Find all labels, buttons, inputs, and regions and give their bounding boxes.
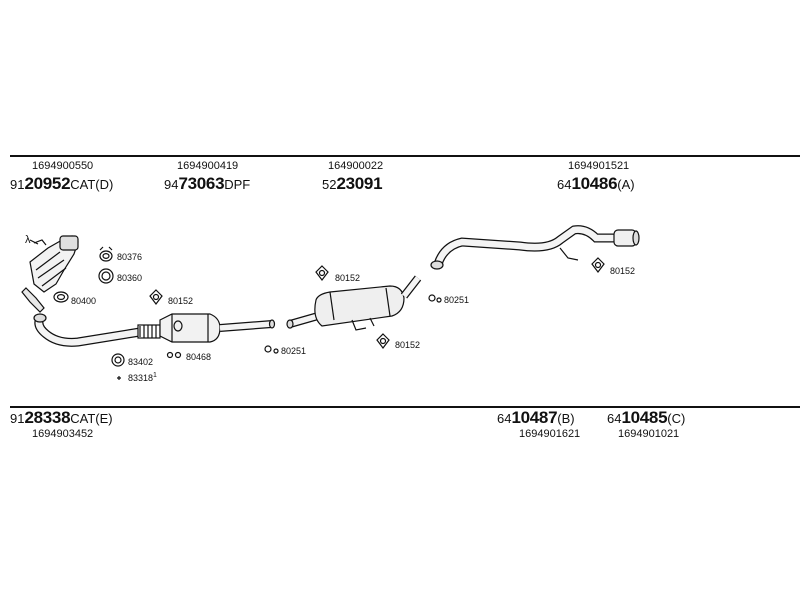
part-code-suffix: (B) (557, 411, 575, 426)
part-code[interactable]: 9473063DPF (164, 174, 250, 194)
part-oe-number: 1694900550 (32, 160, 94, 172)
rear-pipe-a[interactable] (430, 225, 640, 270)
part-code-prefix: 91 (10, 411, 25, 426)
part-code-number: 23091 (336, 174, 383, 193)
gasket-80400-icon[interactable] (53, 291, 69, 303)
hanger-80251-icon[interactable] (428, 294, 442, 303)
gasket-83402-icon[interactable] (111, 353, 125, 367)
part-code-prefix: 52 (322, 177, 337, 192)
clamp-label[interactable]: 80152 (168, 296, 194, 306)
bolt-83318-icon[interactable] (117, 376, 121, 380)
part-code-suffix: DPF (224, 177, 251, 192)
clamp-label[interactable]: 80152 (395, 340, 421, 350)
hanger-80251-icon[interactable] (264, 345, 279, 354)
part-code-number: 10486 (571, 174, 618, 193)
top-rule (10, 155, 800, 157)
part-oe-number: 1694901621 (519, 428, 581, 440)
part-code-suffix: CAT(E) (70, 411, 113, 426)
part-oe-number: 1694903452 (32, 428, 94, 440)
part-code[interactable]: 6410486(A) (557, 174, 635, 194)
hanger-label[interactable]: 80251 (444, 295, 470, 305)
bolt-label[interactable]: 833181 (128, 372, 157, 383)
gasket-80360-icon[interactable] (98, 268, 114, 284)
part-code-suffix: (A) (617, 177, 635, 192)
hanger-label[interactable]: 80251 (281, 346, 307, 356)
catalytic-converter-d[interactable] (21, 235, 79, 313)
bolt-mark: 1 (153, 372, 157, 379)
part-code-number: 20952 (24, 174, 71, 193)
gasket-label[interactable]: 80400 (71, 296, 97, 306)
front-pipe-cat-e[interactable] (33, 313, 161, 347)
part-code-prefix: 64 (497, 411, 512, 426)
part-oe-number: 1694900419 (177, 160, 239, 172)
part-code-prefix: 64 (557, 177, 572, 192)
gasket-label[interactable]: 80360 (117, 273, 143, 283)
part-code-number: 28338 (24, 408, 71, 427)
bolt-number: 83318 (128, 373, 154, 383)
part-code[interactable]: 9128338CAT(E) (10, 408, 113, 428)
part-code-suffix: (C) (667, 411, 686, 426)
bolt-80468-icon[interactable] (166, 351, 182, 359)
part-code[interactable]: 9120952CAT(D) (10, 174, 113, 194)
dpf-unit[interactable] (159, 313, 276, 343)
clamp-label[interactable]: 80152 (610, 266, 636, 276)
clamp-80152-icon[interactable] (315, 265, 329, 281)
clamp-80152-icon[interactable] (149, 289, 163, 305)
part-code[interactable]: 5223091 (322, 174, 383, 194)
part-code[interactable]: 6410485(C) (607, 408, 685, 428)
clamp-80152-icon[interactable] (376, 333, 390, 349)
part-code-number: 10485 (621, 408, 668, 427)
part-code-suffix: CAT(D) (70, 177, 114, 192)
gasket-label[interactable]: 83402 (128, 357, 154, 367)
part-oe-number: 1694901521 (568, 160, 630, 172)
part-code-prefix: 94 (164, 177, 179, 192)
clamp-80152-icon[interactable] (591, 257, 605, 273)
clamp-label[interactable]: 80152 (335, 273, 361, 283)
gasket-80376-icon[interactable] (99, 246, 113, 262)
bottom-rule (10, 406, 800, 408)
gasket-label[interactable]: 80376 (117, 252, 143, 262)
bolt-label[interactable]: 80468 (186, 352, 212, 362)
part-oe-number: 1694901021 (618, 428, 680, 440)
part-code[interactable]: 6410487(B) (497, 408, 575, 428)
part-code-number: 10487 (511, 408, 558, 427)
part-code-prefix: 91 (10, 177, 25, 192)
part-oe-number: 164900022 (328, 160, 384, 172)
lambda-sensor-wire (29, 239, 39, 245)
part-code-number: 73063 (178, 174, 225, 193)
part-code-prefix: 64 (607, 411, 622, 426)
lambda-sensor-label: λ (25, 234, 31, 246)
center-silencer[interactable] (286, 275, 422, 331)
